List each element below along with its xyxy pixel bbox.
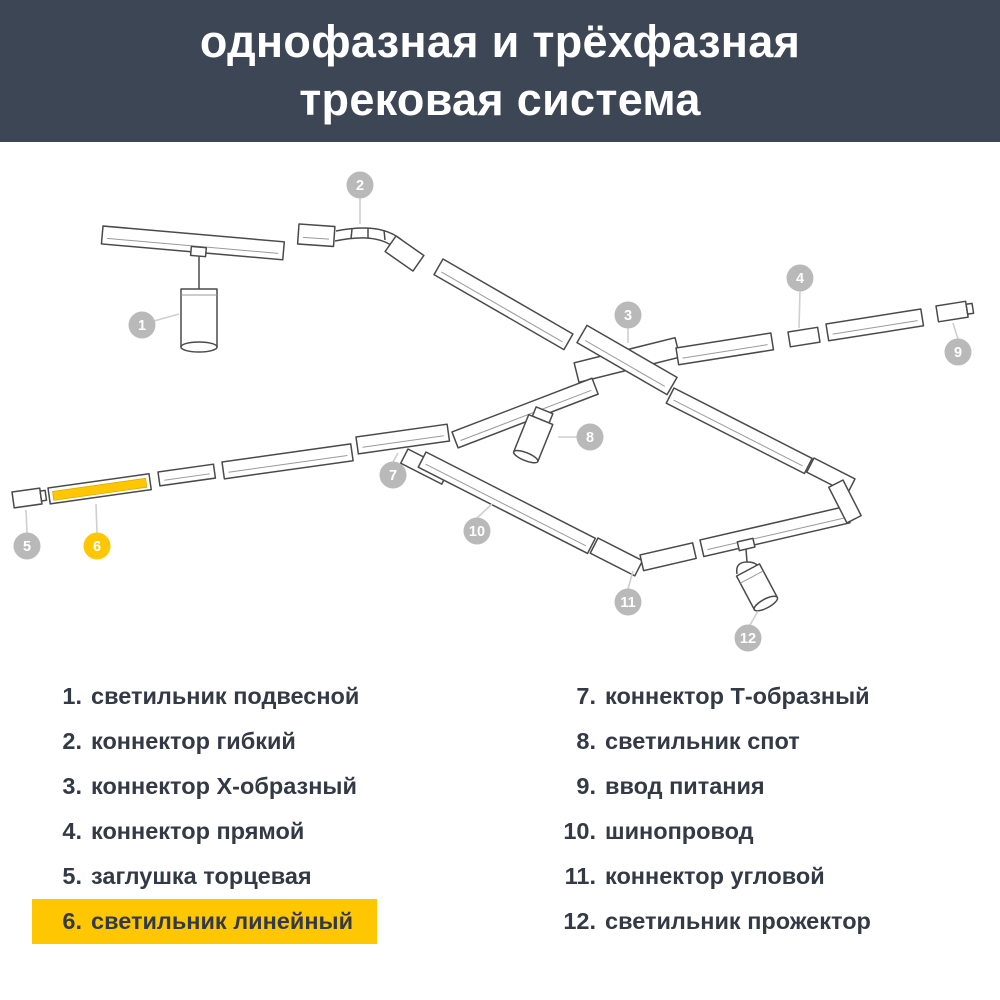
- legend-item-11: 11. коннектор угловой: [532, 854, 849, 899]
- linear-light: [47, 473, 152, 505]
- badge-10-number: 10: [469, 524, 485, 540]
- legend: 1. светильник подвесной 2. коннектор гиб…: [0, 674, 1000, 944]
- legend-item-number: 4.: [62, 818, 82, 844]
- badge-5-number: 5: [23, 539, 31, 555]
- legend-item-number: 1.: [62, 683, 82, 709]
- track-segment: [417, 451, 597, 555]
- badge-8-number: 8: [586, 430, 594, 446]
- legend-item-label: шинопровод: [605, 818, 754, 844]
- flexible-connector: [296, 223, 425, 272]
- track-segment: [699, 505, 851, 558]
- legend-item-number: 11.: [564, 863, 596, 889]
- track-segment: [221, 443, 354, 480]
- corner-connector: [589, 537, 697, 577]
- badge-9-number: 9: [954, 345, 962, 361]
- legend-item-9: 9. ввод питания: [532, 764, 789, 809]
- pendant-light: [180, 245, 218, 353]
- title-line-2: трековая система: [299, 74, 701, 125]
- end-cap: [11, 487, 48, 509]
- corner-connector: [805, 457, 862, 524]
- legend-item-number: 5.: [62, 863, 82, 889]
- badge-3: 3: [614, 301, 642, 329]
- straight-connector: [787, 326, 821, 348]
- badge-6-number: 6: [93, 539, 101, 555]
- badge-9: 9: [944, 338, 972, 366]
- badge-7-number: 7: [389, 468, 397, 484]
- legend-item-number: 12.: [563, 908, 596, 934]
- legend-item-label: светильник спот: [605, 728, 800, 754]
- legend-item-1: 1. светильник подвесной: [32, 674, 383, 719]
- track-segment: [433, 258, 574, 351]
- legend-item-number: 10.: [563, 818, 596, 844]
- legend-item-2: 2. коннектор гибкий: [32, 719, 320, 764]
- badge-8: 8: [576, 423, 604, 451]
- legend-item-number: 8.: [576, 728, 596, 754]
- legend-item-label: коннектор Х-образный: [91, 773, 357, 799]
- page-title: однофазная и трёхфазная трековая система: [200, 13, 800, 128]
- legend-item-label: коннектор гибкий: [91, 728, 296, 754]
- legend-item-number: 7.: [576, 683, 596, 709]
- straight-connector: [157, 463, 217, 487]
- spot-light: [512, 406, 554, 464]
- legend-item-6-highlighted: 6. светильник линейный: [32, 899, 378, 944]
- legend-left-column: 1. светильник подвесной 2. коннектор гиб…: [32, 674, 504, 944]
- header-banner: однофазная и трёхфазная трековая система: [0, 0, 1000, 142]
- badge-2: 2: [346, 171, 374, 199]
- badge-12: 12: [734, 624, 762, 652]
- legend-item-8: 8. светильник спот: [532, 719, 824, 764]
- legend-item-3: 3. коннектор Х-образный: [32, 764, 381, 809]
- legend-item-label: светильник линейный: [91, 908, 354, 934]
- legend-item-number: 9.: [576, 773, 596, 799]
- badge-12-number: 12: [740, 631, 756, 647]
- track-segment: [675, 332, 775, 366]
- badge-7: 7: [379, 461, 407, 489]
- projector-light: [735, 537, 779, 612]
- badge-1: 1: [128, 311, 156, 339]
- track-segment: [665, 387, 813, 475]
- badge-6: 6: [83, 532, 111, 560]
- badge-10: 10: [463, 517, 491, 545]
- legend-item-5: 5. заглушка торцевая: [32, 854, 336, 899]
- legend-item-number: 3.: [62, 773, 82, 799]
- legend-item-7: 7. коннектор Т-образный: [532, 674, 894, 719]
- badge-11: 11: [614, 588, 642, 616]
- legend-item-label: коннектор Т-образный: [605, 683, 870, 709]
- legend-item-label: коннектор прямой: [91, 818, 305, 844]
- badge-5: 5: [13, 532, 41, 560]
- legend-item-label: ввод питания: [605, 773, 765, 799]
- badge-4-number: 4: [796, 271, 804, 287]
- legend-item-label: коннектор угловой: [605, 863, 825, 889]
- badge-2-number: 2: [356, 178, 364, 194]
- legend-item-label: светильник подвесной: [91, 683, 360, 709]
- track-system-diagram: 1 2 3 4 5 6 7 8: [11, 171, 975, 652]
- legend-item-label: заглушка торцевая: [91, 863, 312, 889]
- badge-4: 4: [786, 264, 814, 292]
- legend-right-column: 7. коннектор Т-образный 8. светильник сп…: [544, 674, 895, 944]
- legend-item-label: светильник прожектор: [605, 908, 871, 934]
- legend-item-10: 10. шинопровод: [532, 809, 778, 854]
- legend-item-12: 12. светильник прожектор: [532, 899, 895, 944]
- badge-11-number: 11: [620, 595, 635, 611]
- legend-item-number: 2.: [62, 728, 82, 754]
- badge-1-number: 1: [138, 318, 146, 334]
- legend-item-number: 6.: [62, 908, 82, 934]
- badge-3-number: 3: [624, 308, 632, 324]
- power-feed: [935, 300, 975, 323]
- title-line-1: однофазная и трёхфазная: [199, 16, 801, 68]
- badge-leader-lines: [25, 198, 959, 626]
- track-segment: [825, 308, 925, 342]
- legend-item-4: 4. коннектор прямой: [32, 809, 328, 854]
